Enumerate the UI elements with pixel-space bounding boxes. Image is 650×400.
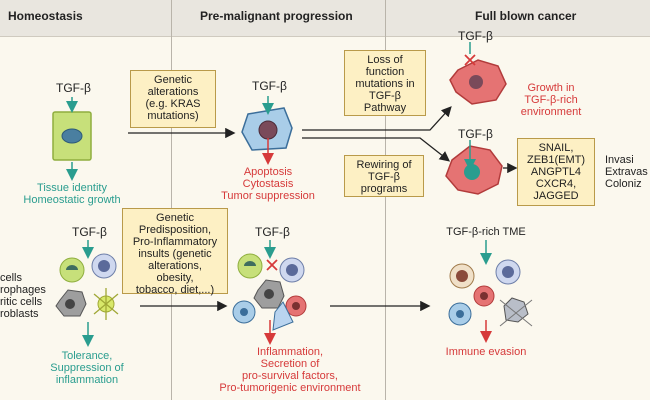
immune-cell-cluster-homeostasis bbox=[55, 253, 119, 320]
header-premalignant: Pre-malignant progression bbox=[200, 9, 353, 23]
progression-arrow-rewiring bbox=[302, 137, 451, 162]
homeostasis-top-outcome: Tissue identity Homeostatic growth bbox=[23, 182, 121, 206]
tgf-label-homeostasis-bottom: TGF-β bbox=[72, 225, 107, 239]
tgf-label-premalignant-top: TGF-β bbox=[252, 79, 287, 93]
box-rewiring: Rewiring of TGF-β programs bbox=[344, 155, 424, 197]
homeostasis-bottom-outcome: Tolerance, Suppression of inflammation bbox=[50, 350, 124, 386]
cancer-top-outcome: Growth in TGF-β-rich environment bbox=[520, 82, 582, 118]
header-cancer: Full blown cancer bbox=[475, 9, 577, 23]
box-loss-of-function: Loss of function mutations in TGF-β Path… bbox=[344, 50, 426, 116]
header-homeostasis: Homeostasis bbox=[8, 9, 83, 23]
premalignant-bottom-outcome: Inflammation, Secretion of pro-survival … bbox=[219, 346, 361, 394]
tgf-label-cancer-mid: TGF-β bbox=[458, 127, 493, 141]
header-band bbox=[0, 0, 650, 37]
column-divider-2 bbox=[385, 0, 386, 400]
progression-arrow-loss bbox=[302, 106, 452, 131]
tumor-cell-top bbox=[449, 54, 507, 105]
epithelial-cell bbox=[52, 111, 92, 161]
premalignant-top-outcome: Apoptosis Cytostasis Tumor suppression bbox=[221, 166, 315, 202]
premalignant-cell bbox=[241, 107, 293, 151]
tme-cell-cluster bbox=[448, 259, 533, 327]
box-target-genes: SNAIL, ZEB1(EMT) ANGPTL4 CXCR4, JAGGED bbox=[517, 138, 595, 206]
box-genetic-alterations: Genetic alterations (e.g. KRAS mutations… bbox=[130, 70, 216, 128]
tgf-label-homeostasis-top: TGF-β bbox=[56, 81, 91, 95]
immune-cell-cluster-premalignant bbox=[232, 253, 307, 331]
tumor-cell-mid bbox=[445, 145, 503, 195]
tgf-label-cancer-top: TGF-β bbox=[458, 29, 493, 43]
cancer-mid-outcome-truncated: Invasi Extravas Coloniz bbox=[605, 154, 648, 190]
tgf-label-premalignant-bottom: TGF-β bbox=[255, 225, 290, 239]
cancer-bottom-title: TGF-β-rich TME bbox=[446, 226, 526, 238]
cancer-bottom-outcome: Immune evasion bbox=[445, 346, 527, 358]
box-predisposition: Genetic Predisposition, Pro-Inflammatory… bbox=[122, 208, 228, 296]
column-divider-1 bbox=[171, 0, 172, 400]
immune-cell-list-truncated: cells rophages ritic cells roblasts bbox=[0, 272, 46, 320]
